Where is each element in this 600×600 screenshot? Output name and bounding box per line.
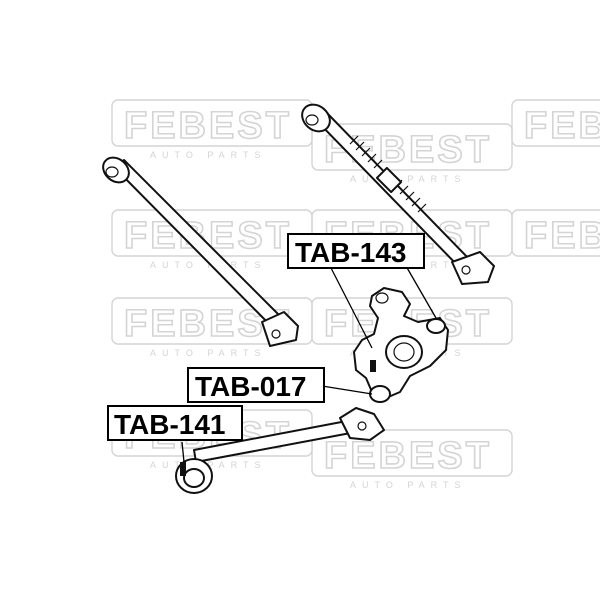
watermark-3: FEBEST <box>511 99 600 148</box>
callout-label: TAB-141 <box>114 409 226 440</box>
watermark-sub: AUTO PARTS <box>350 480 467 490</box>
watermark-6: FEBEST <box>511 209 600 258</box>
watermark-brand: FEBEST <box>524 215 600 257</box>
callout-tab-017[interactable]: TAB-017 <box>187 367 325 403</box>
leader-tab-141 <box>181 441 185 463</box>
knuckle <box>353 287 449 403</box>
lower-arm <box>175 407 385 494</box>
leader-lines <box>181 265 437 463</box>
watermark-sub: AUTO PARTS <box>150 348 267 358</box>
watermark-brand: FEBEST <box>124 105 292 147</box>
leader-tab-143-right <box>405 265 437 319</box>
watermark-sub: AUTO PARTS <box>150 150 267 160</box>
callout-tab-141[interactable]: TAB-141 <box>107 405 243 441</box>
thread-section <box>349 135 427 213</box>
callout-label: TAB-143 <box>295 237 407 268</box>
leader-tab-143-left <box>329 265 373 349</box>
watermark-sub: AUTO PARTS <box>350 174 467 184</box>
watermark-sub: AUTO PARTS <box>150 260 267 270</box>
leader-tab-017 <box>321 385 373 395</box>
adjustable-arm <box>301 103 495 285</box>
upper-left-arm <box>102 156 299 347</box>
callout-label: TAB-017 <box>195 371 307 402</box>
callout-tab-143[interactable]: TAB-143 <box>287 233 425 269</box>
watermark-1: FEBEST AUTO PARTS <box>111 99 313 160</box>
watermark-brand: FEBEST <box>524 105 600 147</box>
watermark-10: FEBEST AUTO PARTS <box>311 429 513 490</box>
watermark-brand: FEBEST <box>324 435 492 477</box>
